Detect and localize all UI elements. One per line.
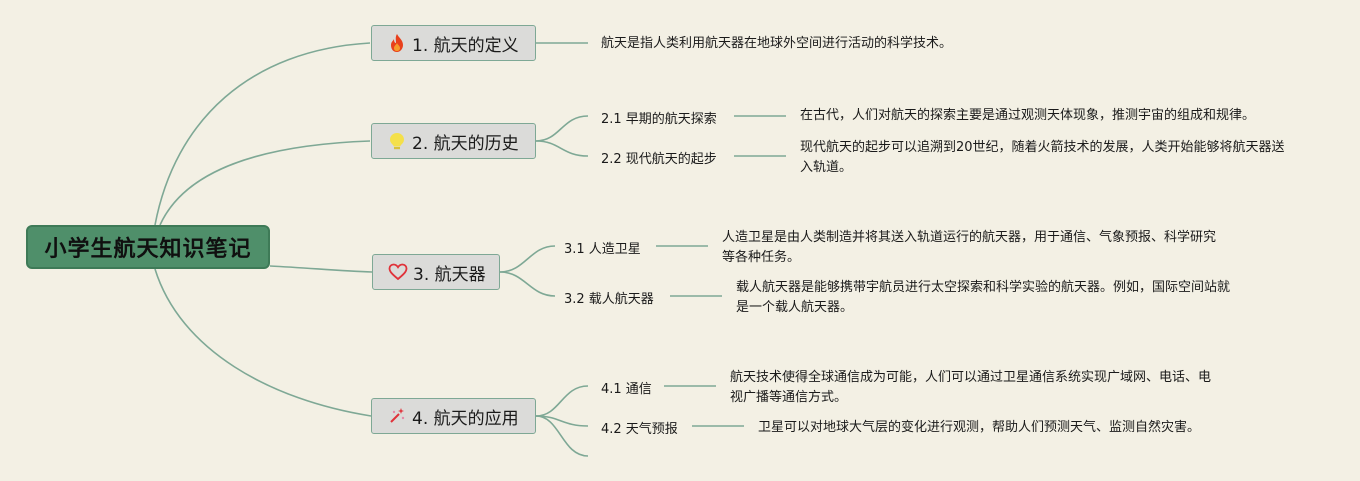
topic-applications[interactable]: 4. 航天的应用: [371, 398, 536, 434]
subtopic-satellite[interactable]: 3.1 人造卫星: [564, 242, 641, 257]
topic-spacecraft[interactable]: 3. 航天器: [372, 254, 500, 290]
link-topic2-sub2: [535, 140, 589, 157]
subtopic-weather-forecast-desc: 卫星可以对地球大气层的变化进行观测，帮助人们预测天气、监测自然灾害。: [758, 420, 1201, 435]
subtopic-modern-start-desc: 现代航天的起步可以追溯到20世纪，随着火箭技术的发展，人类开始能够将航天器送入轨…: [800, 140, 1285, 175]
subtopic-communication-desc: 航天技术使得全球通信成为可能，人们可以通过卫星通信系统实现广域网、电话、电视广播…: [730, 370, 1212, 405]
root-topic-label: 小学生航天知识笔记: [44, 237, 252, 262]
flame-icon: [386, 32, 408, 54]
link-topic2-sub1: [535, 115, 589, 142]
topic-history-label: 2. 航天的历史: [412, 133, 519, 154]
link-root-topic4: [154, 268, 372, 417]
subtopic-weather-forecast[interactable]: 4.2 天气预报: [601, 422, 678, 437]
lightbulb-icon: [386, 130, 408, 152]
link-root-topic1: [154, 42, 371, 226]
subtopic-crewed-spacecraft[interactable]: 3.2 载人航天器: [564, 292, 654, 307]
subtopic-early-exploration[interactable]: 2.1 早期的航天探索: [601, 112, 717, 127]
subtopic-modern-start[interactable]: 2.2 现代航天的起步: [601, 152, 717, 167]
link-topic4-sub3: [535, 415, 589, 457]
root-topic[interactable]: 小学生航天知识笔记: [26, 225, 270, 269]
link-topic3-sub1: [499, 245, 556, 273]
heart-icon: [387, 261, 409, 283]
topic-applications-label: 4. 航天的应用: [412, 408, 519, 429]
subtopic-communication[interactable]: 4.1 通信: [601, 382, 652, 397]
topic-definition[interactable]: 1. 航天的定义: [371, 25, 536, 61]
link-topic4-sub1: [535, 385, 589, 417]
link-root-topic2: [159, 140, 371, 226]
topic-definition-desc: 航天是指人类利用航天器在地球外空间进行活动的科学技术。: [601, 36, 953, 51]
topic-history[interactable]: 2. 航天的历史: [371, 123, 536, 159]
link-root-topic3: [269, 265, 373, 273]
magic-wand-icon: [386, 405, 408, 427]
subtopic-satellite-desc: 人造卫星是由人类制造并将其送入轨道运行的航天器，用于通信、气象预报、科学研究等各…: [722, 230, 1217, 265]
topic-definition-label: 1. 航天的定义: [412, 35, 519, 56]
topic-spacecraft-label: 3. 航天器: [413, 264, 486, 285]
link-topic3-sub2: [499, 271, 556, 297]
subtopic-early-exploration-desc: 在古代，人们对航天的探索主要是通过观测天体现象，推测宇宙的组成和规律。: [800, 108, 1256, 123]
subtopic-crewed-spacecraft-desc: 载人航天器是能够携带宇航员进行太空探索和科学实验的航天器。例如，国际空间站就是一…: [736, 280, 1231, 315]
